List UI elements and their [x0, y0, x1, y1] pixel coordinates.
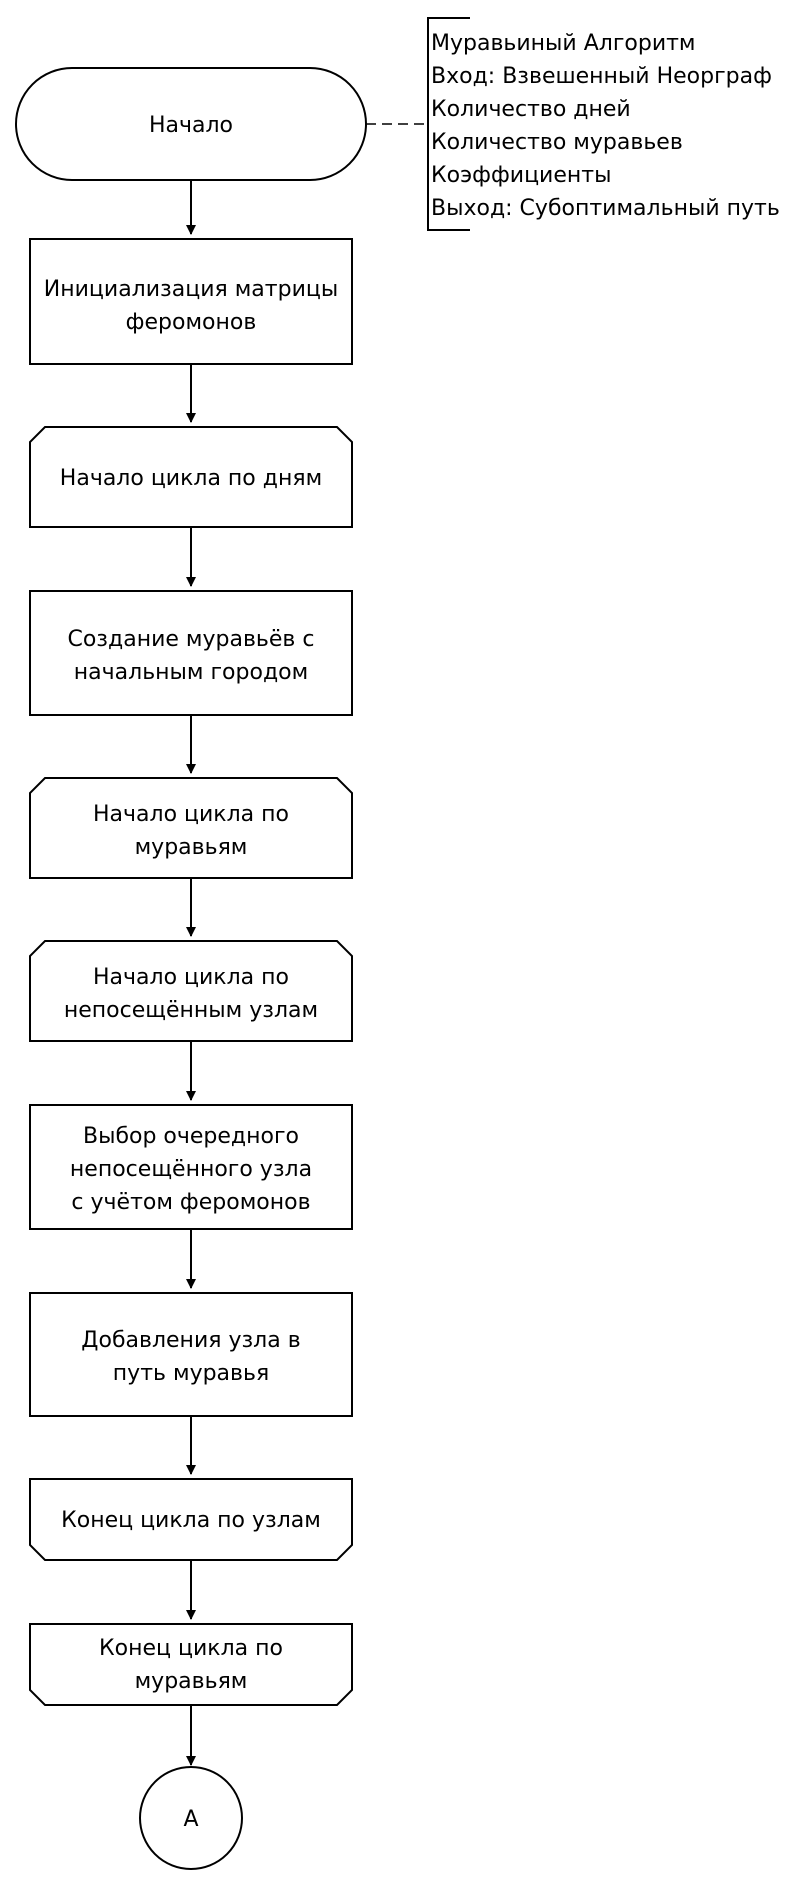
init-pheromones-line-1: Инициализация матрицы — [44, 277, 338, 302]
loop-end-ants-line-2: муравьям — [135, 1669, 248, 1694]
process-add-node: Добавления узла в путь муравья — [29, 1292, 353, 1417]
loop-end-ants: Конец цикла по муравьям — [29, 1623, 353, 1706]
annotation-line-2: Вход: Взвешенный Неорграф — [431, 64, 772, 89]
create-ants-line-1: Создание муравьёв с — [67, 627, 314, 652]
annotation-bracket — [427, 17, 470, 231]
loop-end-ants-line-1: Конец цикла по — [99, 1636, 283, 1661]
algorithm-annotation: Муравьиный Алгоритм Вход: Взвешенный Нео… — [366, 17, 780, 231]
annotation-line-4: Количество муравьев — [431, 130, 683, 155]
loop-nodes-line-1: Начало цикла по — [93, 965, 289, 990]
annotation-line-3: Количество дней — [431, 97, 631, 122]
loop-days-label: Начало цикла по дням — [60, 466, 322, 491]
create-ants-line-2: начальным городом — [74, 660, 308, 685]
connector-label: A — [183, 1807, 198, 1832]
choose-node-line-2: непосещённого узла — [70, 1157, 312, 1182]
choose-node-line-1: Выбор очередного — [83, 1124, 299, 1149]
start-label: Начало — [149, 113, 233, 138]
loop-ants-line-2: муравьям — [135, 835, 248, 860]
loop-start-days: Начало цикла по дням — [29, 426, 353, 528]
loop-ants-line-1: Начало цикла по — [93, 802, 289, 827]
loop-end-nodes-label: Конец цикла по узлам — [61, 1508, 321, 1533]
add-node-line-1: Добавления узла в — [81, 1328, 300, 1353]
annotation-line-5: Коэффициенты — [431, 163, 611, 188]
off-page-connector-a: A — [139, 1766, 243, 1870]
loop-start-nodes: Начало цикла по непосещённым узлам — [29, 940, 353, 1042]
loop-nodes-line-2: непосещённым узлам — [64, 998, 318, 1023]
annotation-line-1: Муравьиный Алгоритм — [431, 31, 696, 56]
annotation-line-6: Выход: Субоптимальный путь — [431, 196, 780, 221]
init-pheromones-line-2: феромонов — [126, 310, 257, 335]
process-create-ants: Создание муравьёв с начальным городом — [29, 590, 353, 716]
add-node-line-2: путь муравья — [113, 1361, 269, 1386]
loop-start-ants: Начало цикла по муравьям — [29, 777, 353, 879]
choose-node-line-3: с учётом феромонов — [71, 1190, 310, 1215]
process-choose-node: Выбор очередного непосещённого узла с уч… — [29, 1104, 353, 1230]
process-init-pheromones: Инициализация матрицы феромонов — [29, 238, 353, 365]
start-terminator: Начало — [15, 67, 367, 181]
loop-end-nodes: Конец цикла по узлам — [29, 1478, 353, 1561]
